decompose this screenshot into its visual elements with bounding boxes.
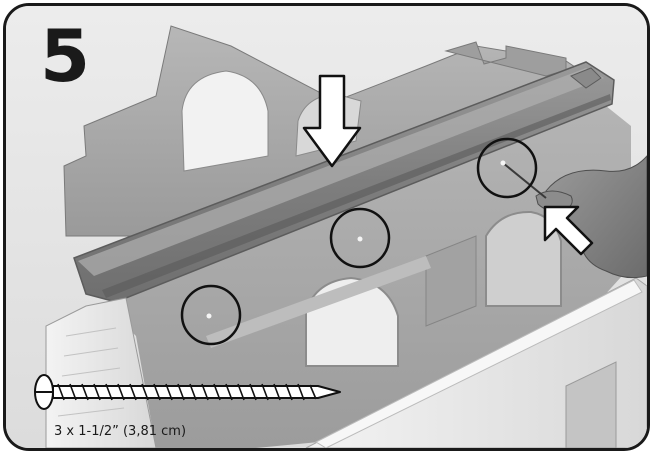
screw-hole-middle [329, 207, 391, 269]
interior-arch-small [485, 210, 562, 307]
front-wall-right-top [314, 279, 643, 448]
screwdriver-shaft [502, 162, 547, 199]
rail-groove [102, 94, 611, 298]
screw-hole-left [180, 284, 242, 346]
rail-top-highlight [78, 68, 604, 276]
screw-hole-right [476, 137, 538, 199]
down-arrow-icon [302, 74, 362, 168]
up-left-arrow-icon [543, 205, 594, 256]
interior-block [425, 235, 477, 327]
front-wall-left [45, 297, 157, 448]
screw-icon [34, 374, 341, 410]
gable-window-left [181, 70, 269, 172]
interior-ledge [206, 256, 431, 348]
step-number: 5 [40, 14, 90, 98]
instruction-panel: 5 [3, 3, 650, 451]
lower-compartment [565, 361, 617, 448]
assembly-illustration [6, 6, 647, 448]
rail-endcap [570, 67, 602, 89]
screw-size-label: 3 x 1-1/2” (3,81 cm) [54, 424, 187, 439]
